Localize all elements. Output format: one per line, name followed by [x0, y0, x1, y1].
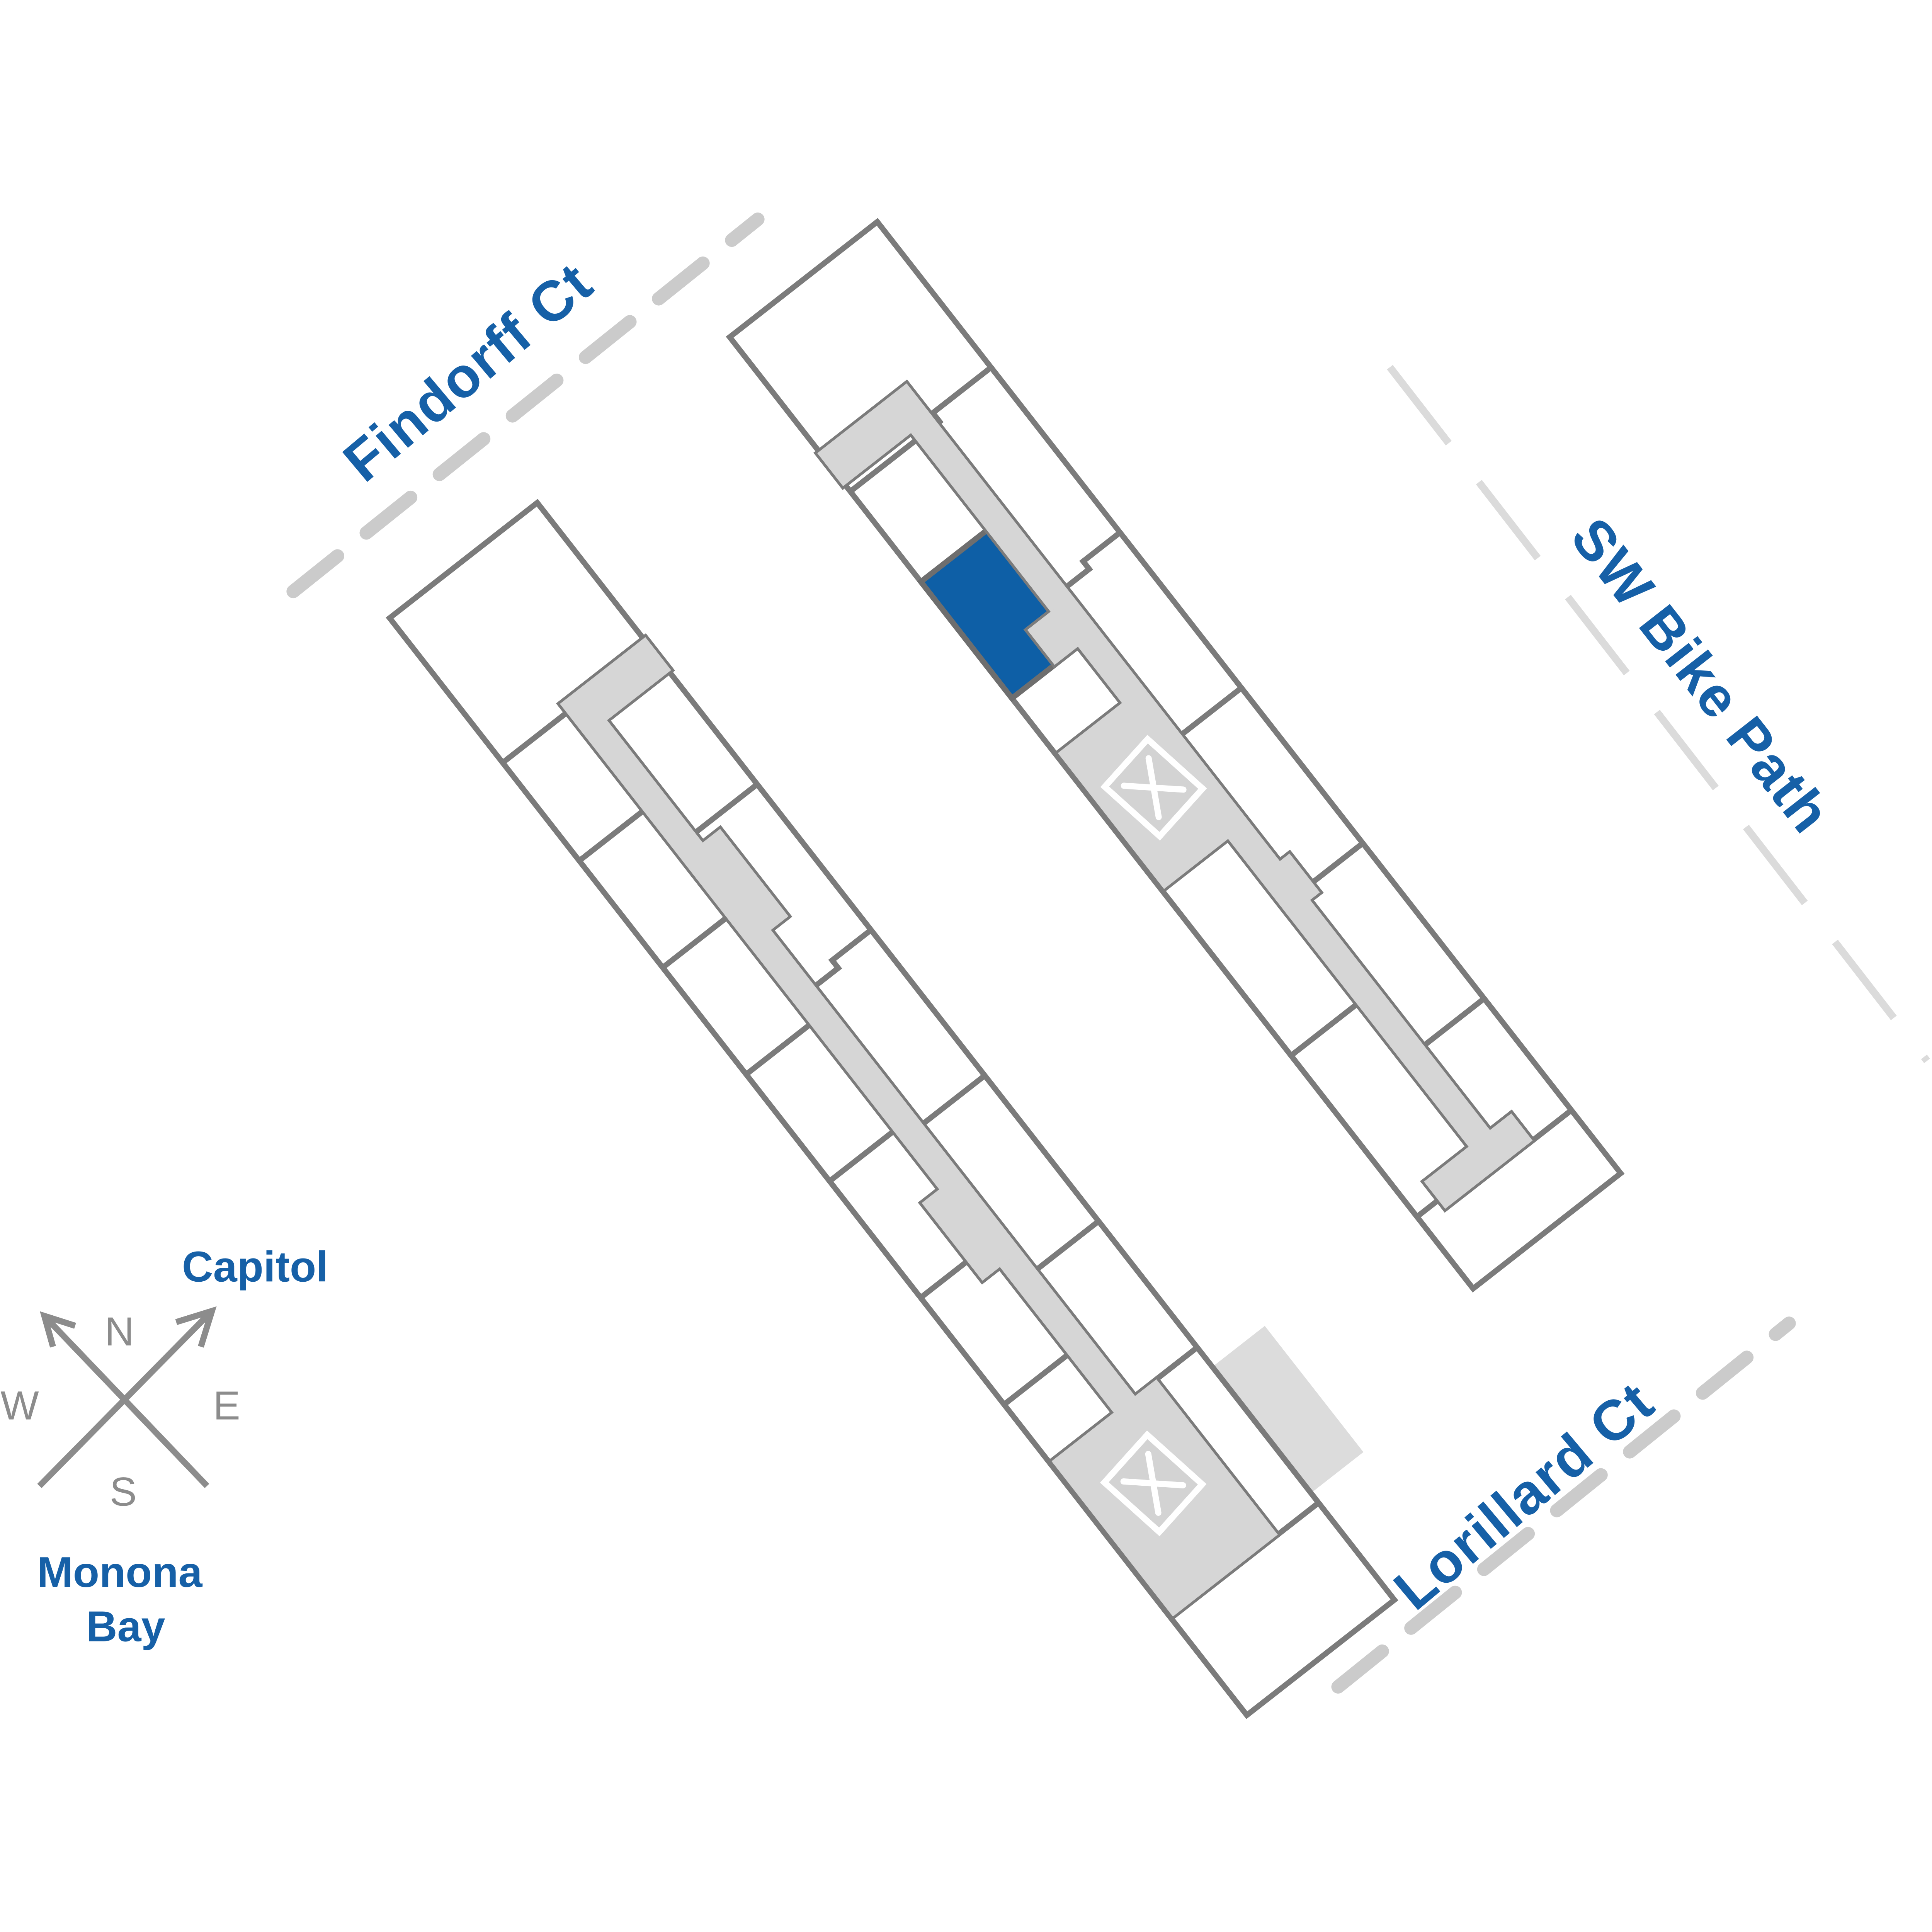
entry-terrace: [1212, 1326, 1364, 1493]
corridor-south: [556, 633, 1282, 1621]
lorillard-ct-label: Lorillard Ct: [1382, 1370, 1666, 1622]
compass-s: S: [110, 1469, 137, 1515]
building-south: [386, 498, 1398, 1719]
unit-wall: [661, 915, 729, 970]
compass-n: N: [105, 1309, 134, 1354]
unit-wall: [813, 927, 873, 989]
unit-wall: [1156, 1345, 1199, 1380]
unit-wall: [693, 782, 759, 835]
unit-wall: [1179, 685, 1243, 737]
unit-wall: [919, 1259, 969, 1300]
elevator-x-icon: [1100, 1430, 1207, 1536]
monona-bay-label: Monona Bay: [37, 1548, 214, 1650]
unit-wall: [1289, 1002, 1359, 1058]
unit-wall: [577, 808, 645, 863]
unit-wall: [921, 1073, 987, 1126]
compass-w: W: [0, 1383, 39, 1428]
unit-wall: [1064, 530, 1122, 590]
unit-wall: [744, 1022, 812, 1077]
unit-wall: [1422, 996, 1486, 1048]
compass-arrowhead-ne: [175, 1306, 217, 1348]
lorillard-ct-dashed-line: [1331, 1316, 1796, 1694]
compass-arrowhead-nw: [40, 1311, 76, 1348]
sw-bike-path-label: SW Bike Path: [1559, 506, 1843, 845]
unit-wall: [1002, 1352, 1070, 1407]
unit-wall: [828, 1129, 896, 1184]
elevator-x-icon: [1100, 735, 1207, 841]
capitol-label: Capitol: [182, 1242, 328, 1291]
unit-wall: [1034, 1219, 1100, 1272]
findorff-ct-dashed-line: [286, 213, 765, 599]
compass-rose-icon: [37, 1306, 217, 1488]
compass-e: E: [213, 1383, 240, 1428]
sw-bike-path-dashed-line: [1387, 365, 1930, 1063]
building-north: [726, 218, 1625, 1293]
